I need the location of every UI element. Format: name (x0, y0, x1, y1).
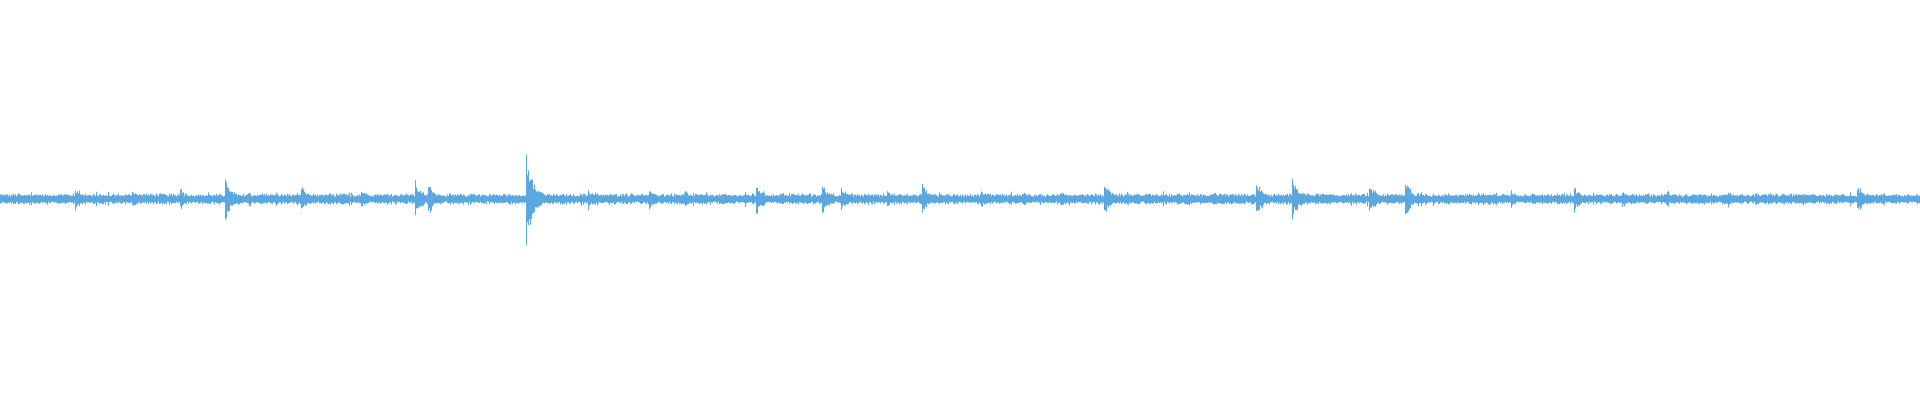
waveform-samples (0, 154, 1920, 246)
